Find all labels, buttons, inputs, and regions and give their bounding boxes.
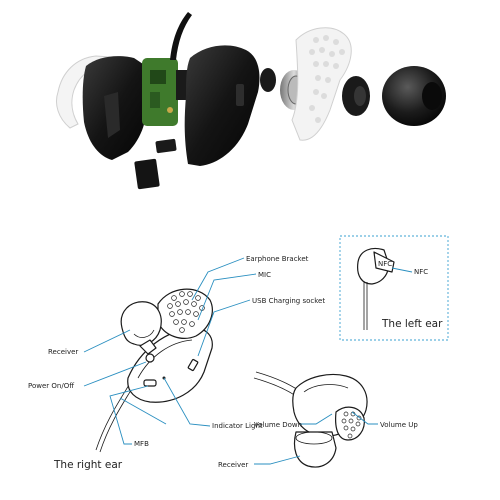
label-nfc: NFC	[414, 268, 428, 276]
volume-drawing	[253, 371, 368, 468]
power-button-drawing	[145, 353, 155, 363]
shell-inner-detail	[104, 92, 120, 138]
small-part-b	[155, 138, 177, 154]
right-fin	[157, 288, 213, 339]
label-power-on-off: Power On/Off	[28, 382, 74, 390]
right-leaders	[83, 257, 257, 445]
label-left-ear: The left ear	[381, 318, 443, 330]
label-usb-charging-socket: USB Charging socket	[252, 297, 325, 305]
label-receiver-right: Receiver	[48, 348, 78, 356]
label-mfb: MFB	[134, 440, 149, 448]
volume-fin-holes	[341, 411, 362, 439]
white-ear-fin	[291, 27, 352, 141]
pcb-dot	[167, 107, 173, 113]
inset-border	[339, 235, 449, 341]
fin-holes	[309, 35, 345, 123]
driver-ring	[260, 68, 276, 92]
usb-socket-drawing	[187, 358, 199, 372]
label-indicator-light: Indicator Light	[212, 422, 263, 430]
label-earphone-bracket: Earphone Bracket	[246, 255, 309, 263]
nfc-chip-label: NFC	[378, 260, 392, 268]
label-mic: MIC	[258, 271, 271, 279]
label-volume-up: Volume Up	[380, 421, 418, 429]
left-ear-inset: NFC	[339, 235, 449, 341]
usb-port-slot	[236, 84, 244, 106]
ear-tip-opening	[422, 82, 442, 110]
white-ear-hook	[56, 55, 111, 129]
label-receiver-left: Receiver	[218, 461, 248, 469]
cable	[170, 12, 192, 60]
volume-cable	[255, 371, 299, 391]
exploded-view	[56, 12, 446, 190]
right-ear-tip	[120, 301, 162, 346]
label-volume-down: Volume Down	[254, 421, 302, 429]
label-right-ear: The right ear	[53, 459, 123, 471]
labels: Earphone Bracket MIC USB Charging socket…	[28, 255, 443, 471]
volume-leaders	[254, 411, 378, 465]
pcb-chip	[150, 70, 166, 84]
black-inner-housing	[184, 45, 260, 167]
right-cable	[95, 379, 133, 451]
right-fin-holes	[167, 291, 205, 333]
right-ear-drawing	[95, 288, 213, 453]
volume-receiver-tip	[293, 431, 337, 468]
right-nozzle	[139, 339, 157, 355]
small-part-a	[134, 158, 160, 190]
pcb-component	[150, 92, 160, 108]
ear-tip	[382, 66, 446, 126]
mfb-drawing	[143, 379, 157, 387]
nozzle-hole	[354, 86, 366, 106]
